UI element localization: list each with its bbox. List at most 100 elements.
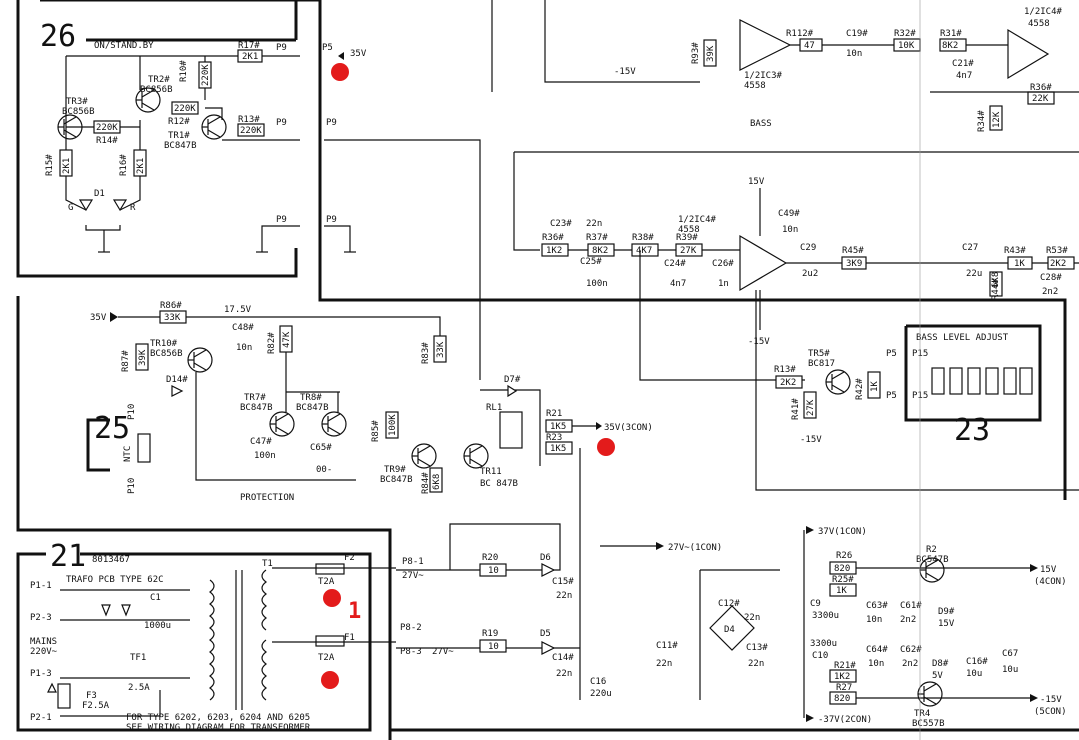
r45-value: 3K9 (846, 259, 862, 269)
r15-value: 2K1 (62, 158, 72, 174)
tr3-label: TR3# (66, 97, 88, 107)
r43-value: 1K (1014, 259, 1025, 269)
red-dot-marker-3 (323, 589, 341, 607)
c49-value: 10n (782, 225, 798, 235)
c14-value: 22n (556, 669, 572, 679)
c25-value: 100n (586, 279, 608, 289)
c48-value: 10n (236, 343, 252, 353)
r38-label: R38# (632, 233, 654, 243)
d4-bridge-rectifier (709, 605, 755, 651)
r20-resistor (479, 563, 507, 577)
rl1-label: RL1 (486, 403, 502, 413)
v37-label: 37V(1CON) (818, 527, 867, 537)
c19-value: 10n (846, 49, 862, 59)
p9-left-label: P9 (276, 43, 287, 53)
tr9-transistor (411, 443, 437, 469)
c67-label: C67 (1002, 649, 1018, 659)
block-21-trafo: 21 8013467 TRAFO PCB TYPE 62C T1 P1-1 P2… (16, 539, 396, 733)
p5-block23-label: P5 (886, 349, 897, 359)
p8-2-label: P8-2 (400, 623, 422, 633)
arrow-15v-out-icon (1030, 564, 1038, 572)
c27-value: 22u (966, 269, 982, 279)
c28-value: 2n2 (1042, 287, 1058, 297)
arrow-37v-icon (806, 526, 814, 534)
ntc-label: NTC (123, 446, 133, 462)
r12-resistor (171, 101, 199, 115)
c13-label: C13# (746, 643, 768, 653)
c19-label: C19# (846, 29, 868, 39)
tf1-label: TF1 (130, 653, 146, 663)
p2-3-label: P2-3 (30, 613, 52, 623)
c11-label: C11# (656, 641, 678, 651)
tr5-type: BC817 (808, 359, 835, 369)
r45-label: R45# (842, 246, 864, 256)
tr5-label: TR5# (808, 349, 830, 359)
arrow-35v-in-icon (110, 312, 118, 322)
tr3-type: BC856B (62, 107, 95, 117)
r12-label: R12# (168, 117, 190, 127)
r14-value: 220K (96, 123, 118, 133)
r93-resistor (703, 39, 717, 67)
r87-label: R87# (121, 350, 131, 372)
r15-label: R15# (45, 154, 55, 176)
r21-label: R21 (546, 409, 562, 419)
r83-value: 33K (436, 341, 446, 358)
d6-label: D6 (540, 553, 551, 563)
r25-value: 1K (836, 586, 847, 596)
c1-label: C1 (150, 593, 161, 603)
r16-value: 2K1 (136, 158, 146, 174)
p5-label: P5 (322, 43, 333, 53)
c11-value: 22n (656, 659, 672, 669)
d8-label: D8# (932, 659, 949, 669)
r53-resistor (1047, 256, 1075, 270)
v35-con-label: 35V(3CON) (604, 423, 653, 433)
mains-label: MAINS (30, 637, 57, 647)
r17-label: R17# (238, 41, 260, 51)
r10-label: R10# (179, 60, 189, 82)
r23-resistor (545, 441, 573, 455)
v15-out-con: (4CON) (1034, 577, 1067, 587)
c24-label: C24# (664, 259, 686, 269)
r21b-resistor (829, 669, 857, 683)
d5-diode-icon (541, 641, 556, 655)
tr9-type: BC847B (380, 475, 413, 485)
r12-value: 220K (174, 104, 196, 114)
arrow-27v-icon (656, 542, 664, 550)
r41-resistor (803, 391, 817, 419)
protection-section: 35V R86# 33K 17.5V R87# 39K TR10# BC856B… (16, 296, 653, 740)
r10-resistor (198, 61, 212, 89)
arrow-35v-icon (338, 52, 344, 60)
r31-value: 8K2 (942, 41, 958, 51)
r84-label: R84# (421, 472, 431, 494)
r13b-label: R13# (774, 365, 796, 375)
v15-out-label: 15V (1040, 565, 1057, 575)
trafo-note-1: FOR TYPE 6202, 6203, 6204 AND 6205 (126, 713, 310, 723)
r19-label: R19 (482, 629, 498, 639)
bass-filter-section: 1/2IC3# 4558 R93# 39K R112# 47 C19# 10n … (491, 0, 1079, 132)
trafo-note-2: SEE WIRING DIAGRAM FOR TRANSFORMER (126, 723, 311, 733)
bass-r-5 (1003, 367, 1017, 395)
block-23-number: 23 (954, 413, 990, 448)
p1-3-label: P1-3 (30, 669, 52, 679)
block-26-on-standby: 26 ON/STAND.BY R17# 2K1 R10# 220K 220K R… (16, 0, 481, 380)
r87-resistor (135, 343, 149, 371)
r2-type: BC547B (916, 555, 949, 565)
block-23-title: BASS LEVEL ADJUST (916, 333, 1009, 343)
tr1-label: TR1# (168, 131, 190, 141)
v17-5-label: 17.5V (224, 305, 252, 315)
r36a-value: 22K (1032, 94, 1049, 104)
r16-label: R16# (119, 154, 129, 176)
r43-resistor (1007, 256, 1033, 270)
tr11-label: TR11 (480, 467, 502, 477)
r44-resistor (989, 271, 1003, 297)
p10-bottom-label: P10 (127, 478, 137, 494)
arrow-35v-con-icon (596, 422, 602, 430)
r23-value: 1K5 (550, 444, 566, 454)
r86-resistor (159, 310, 187, 324)
bass-r-4 (985, 367, 999, 395)
transformer-secondary-bottom (261, 639, 267, 701)
vm15-out-con: (5CON) (1034, 707, 1067, 717)
p2-1-label: P2-1 (30, 713, 52, 723)
c47-value: 100n (254, 451, 276, 461)
block-21-title: TRAFO PCB TYPE 62C (66, 575, 164, 585)
